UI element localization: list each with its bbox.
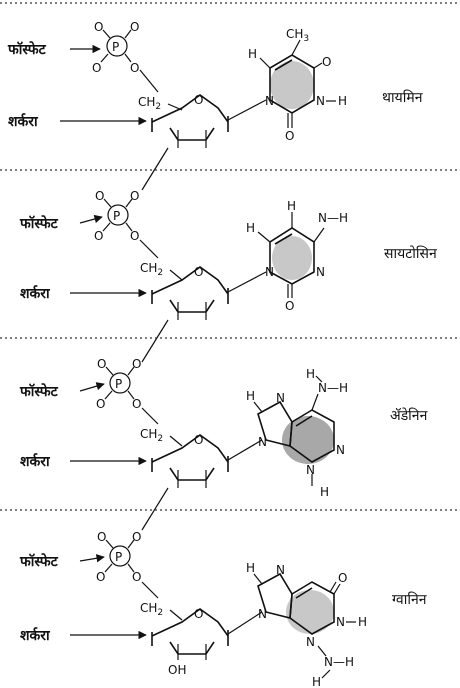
glycosidic-bond: [227, 99, 267, 121]
adenine-base: N N H N N H N—H H: [246, 367, 348, 499]
svg-text:O: O: [94, 229, 103, 243]
guanine-base: N N H O N H N N—H H: [246, 561, 367, 688]
phosphodiester-bond: [139, 69, 159, 93]
phosphate-group: P O O O O: [96, 530, 141, 584]
svg-text:N—H: N—H: [318, 211, 348, 225]
svg-text:O: O: [130, 189, 139, 203]
svg-text:O: O: [132, 357, 141, 371]
phosphate-label: फॉस्फेट: [19, 383, 59, 400]
svg-text:O: O: [132, 570, 141, 584]
svg-text:H: H: [248, 47, 257, 61]
backbone-link-3: [141, 487, 169, 531]
svg-text:O: O: [97, 357, 106, 371]
svg-text:N: N: [276, 563, 285, 577]
sugar-label: शर्करा: [20, 285, 51, 302]
svg-text:O: O: [95, 189, 104, 203]
base-name-thymine: थायमिन: [382, 89, 423, 106]
svg-text:H: H: [320, 485, 329, 499]
svg-text:O: O: [96, 397, 105, 411]
svg-text:N: N: [306, 635, 315, 649]
svg-text:O: O: [194, 433, 203, 447]
svg-text:H: H: [246, 221, 255, 235]
svg-text:N: N: [276, 391, 285, 405]
methyl-label: CH3: [286, 27, 309, 44]
deoxyribose-ring: O: [151, 265, 229, 320]
svg-text:O: O: [322, 55, 331, 69]
svg-text:P: P: [113, 209, 120, 223]
sugar-label: शर्करा: [20, 627, 51, 644]
svg-text:H: H: [287, 199, 296, 213]
svg-text:H: H: [358, 615, 367, 629]
svg-text:N: N: [316, 94, 325, 108]
svg-text:O: O: [97, 530, 106, 544]
ch2-label: CH2: [140, 601, 163, 618]
phosphate-group: P O O O O: [94, 189, 139, 243]
phosphate-group: P O O O O: [96, 357, 141, 411]
cytosine-base: N N O N—H H H: [246, 199, 348, 313]
svg-text:O: O: [194, 93, 203, 107]
phosphate-label: फॉस्फेट: [19, 553, 59, 570]
svg-text:N: N: [258, 435, 267, 449]
svg-text:H: H: [338, 94, 347, 108]
ch2-label: CH2: [140, 261, 163, 278]
svg-text:O: O: [94, 20, 103, 34]
nucleotide-adenine: फॉस्फेट P O O O O CH2 शर्करा O: [19, 357, 428, 499]
svg-text:N: N: [265, 265, 274, 279]
sugar-label: शर्करा: [20, 453, 51, 470]
svg-text:O: O: [194, 607, 203, 621]
base-name-cytosine: सायटोसिन: [384, 245, 437, 262]
svg-text:O: O: [130, 20, 139, 34]
svg-text:P: P: [115, 550, 122, 564]
nucleotide-guanine: फॉस्फेट P O O O O CH2 शर्करा O OH: [19, 530, 427, 688]
base-name-adenine: ॲडेनिन: [390, 407, 428, 424]
phosphate-arrow: [79, 382, 105, 392]
deoxyribose-ring: O: [151, 433, 229, 488]
svg-text:O: O: [338, 571, 347, 585]
svg-text:H: H: [246, 389, 255, 403]
svg-text:N: N: [336, 443, 345, 457]
base-name-guanine: ग्वानिन: [392, 591, 427, 608]
backbone-link-1: [141, 147, 169, 191]
ch2-label: CH2: [138, 95, 161, 112]
svg-text:O: O: [132, 530, 141, 544]
backbone-link-2: [141, 319, 169, 363]
svg-text:O: O: [132, 397, 141, 411]
deoxyribose-ring: O OH: [151, 607, 229, 677]
svg-text:O: O: [96, 570, 105, 584]
svg-text:N: N: [265, 94, 274, 108]
svg-text:P: P: [112, 40, 119, 54]
svg-text:N: N: [316, 265, 325, 279]
svg-text:O: O: [285, 129, 294, 143]
svg-text:N—H: N—H: [318, 381, 348, 395]
svg-text:N: N: [258, 607, 267, 621]
nucleotide-thymine: फॉस्फेट P O O O O CH2 शर्करा O: [7, 20, 423, 148]
phosphate-group: P O O O O: [92, 20, 139, 75]
thymine-base: N N H O O CH3 H: [248, 27, 347, 143]
svg-text:H: H: [312, 675, 321, 688]
hydroxyl-label: OH: [168, 663, 186, 677]
phosphate-label: फॉस्फेट: [19, 215, 59, 232]
svg-text:N: N: [306, 463, 315, 477]
phosphate-arrow: [79, 554, 105, 563]
phosphate-label: फॉस्फेट: [7, 41, 47, 58]
svg-text:O: O: [285, 299, 294, 313]
nucleotide-cytosine: फॉस्फेट P O O O O CH2 शर्करा O: [19, 189, 437, 320]
svg-text:O: O: [194, 265, 203, 279]
ch2-label: CH2: [140, 427, 163, 444]
deoxyribose-ring: O: [151, 93, 229, 148]
svg-text:H: H: [306, 367, 315, 381]
svg-text:P: P: [115, 377, 122, 391]
phosphate-arrow: [79, 214, 103, 224]
svg-text:O: O: [92, 61, 101, 75]
svg-text:H: H: [246, 561, 255, 575]
sugar-label: शर्करा: [8, 113, 39, 130]
svg-text:N: N: [336, 615, 345, 629]
svg-text:O: O: [130, 229, 139, 243]
svg-text:N—H: N—H: [324, 655, 354, 669]
svg-text:O: O: [130, 61, 139, 75]
